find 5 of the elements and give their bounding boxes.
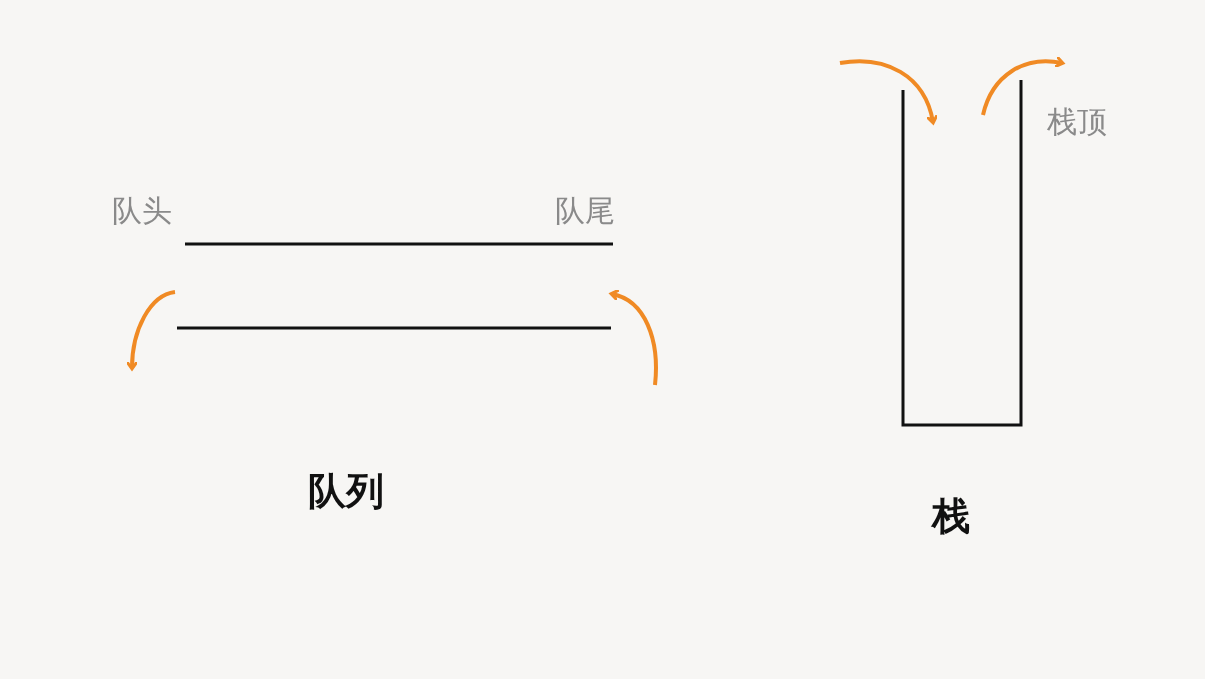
end-label: 队尾	[555, 196, 615, 226]
end-label: 队头	[112, 196, 172, 226]
diagram-caption: 队列	[308, 472, 384, 510]
end-label: 栈顶	[1047, 107, 1107, 137]
diagram-caption: 栈	[932, 497, 970, 535]
